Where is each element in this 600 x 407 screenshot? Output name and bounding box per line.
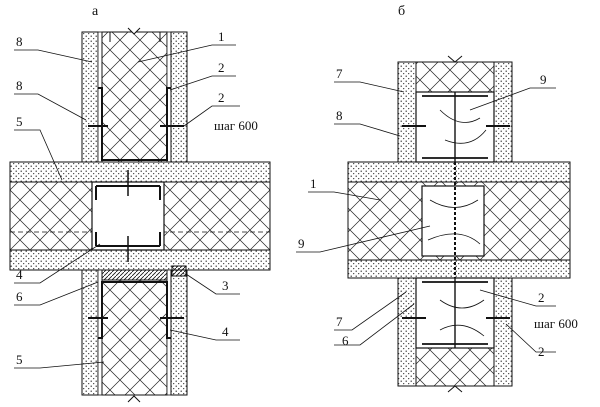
step-label-a: шаг 600	[214, 118, 258, 133]
callout-b-9-lower: 9	[298, 236, 305, 251]
step-label-b: шаг 600	[534, 316, 578, 331]
lower-wall-a	[81, 265, 188, 403]
callout-b-8: 8	[336, 108, 343, 123]
upper-wall-a	[81, 27, 188, 163]
callout-a-8: 8	[16, 78, 23, 93]
screws-b	[402, 125, 510, 319]
leaders-b	[296, 81, 556, 353]
figure-b: б	[296, 4, 578, 393]
callout-a-4-right: 4	[222, 324, 229, 339]
callout-a-5-bottom: 5	[16, 352, 23, 367]
upper-wall-b	[397, 55, 513, 163]
callout-b-2-top: 2	[538, 290, 545, 305]
figure-a-title: а	[92, 4, 99, 19]
callout-a-3: 3	[222, 278, 229, 293]
callout-b-2-bottom: 2	[538, 344, 545, 359]
leaders-a	[14, 44, 240, 369]
callout-b-1: 1	[310, 176, 317, 191]
screws-a	[88, 125, 184, 319]
callout-a-2-top: 2	[218, 60, 225, 75]
callout-b-9-top: 9	[540, 72, 547, 87]
callout-b-6: 6	[342, 333, 349, 348]
floor-slab-b	[347, 161, 571, 279]
callout-a-4-left: 4	[16, 267, 23, 282]
callout-a-1: 1	[218, 29, 225, 44]
callout-b-7-bottom: 7	[336, 314, 343, 329]
callout-a-5-top: 5	[16, 114, 23, 129]
lower-wall-b	[397, 277, 513, 393]
callout-a-6: 6	[16, 289, 23, 304]
figure-a: а	[9, 4, 271, 403]
figure-b-title: б	[398, 4, 405, 19]
callout-a-7: 8	[16, 34, 23, 49]
callout-a-2-second: 2	[218, 90, 225, 105]
floor-slab-a	[9, 161, 271, 271]
callout-b-7-top: 7	[336, 66, 343, 81]
